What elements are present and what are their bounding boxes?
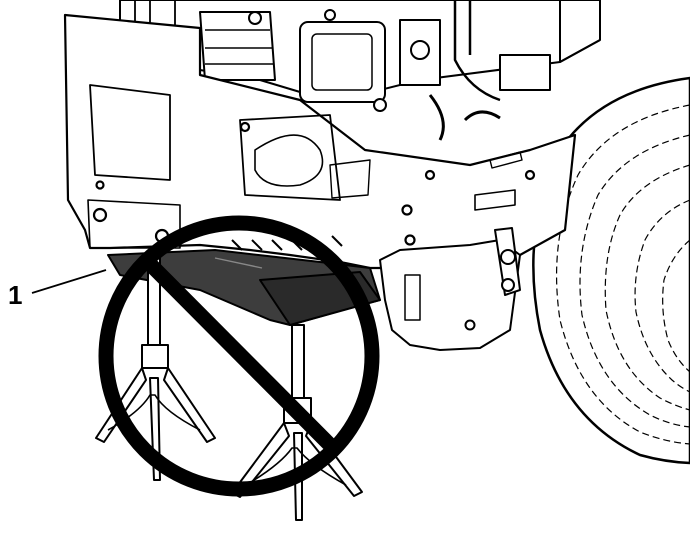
- callout-1: 1: [8, 269, 107, 310]
- side-frame-plate: [63, 13, 577, 270]
- prohibited-sign-icon: [98, 215, 380, 497]
- callout-number: 1: [8, 280, 22, 310]
- tire: [532, 76, 690, 465]
- engine-assembly: [119, 0, 601, 141]
- callout-leader-line: [31, 269, 107, 294]
- axle-bracket: [379, 227, 521, 351]
